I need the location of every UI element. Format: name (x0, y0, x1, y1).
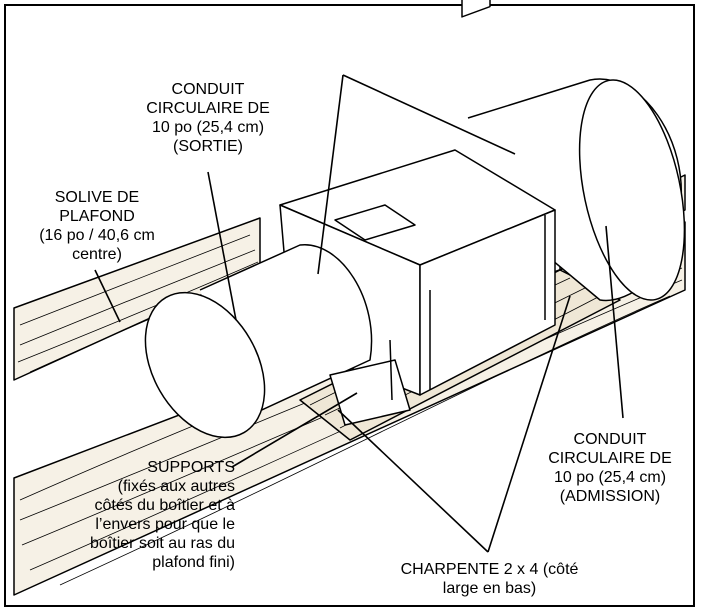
label-ceiling-joist: SOLIVE DE PLAFOND (16 po / 40,6 cm centr… (39, 189, 155, 263)
inlet-duct (467, 78, 686, 302)
label-outlet-duct: CONDUIT CIRCULAIRE DE 10 po (25,4 cm) (S… (146, 81, 270, 155)
label-inlet-duct: CONDUIT CIRCULAIRE DE 10 po (25,4 cm) (A… (548, 431, 672, 505)
outlet-duct (144, 244, 373, 439)
leader-lines (94, 74, 624, 553)
label-framing: CHARPENTE 2 x 4 (côté large en bas) (400, 561, 579, 597)
label-supports: SUPPORTS (fixés aux autres côtés du boît… (90, 459, 235, 571)
support-bracket (329, 339, 411, 426)
